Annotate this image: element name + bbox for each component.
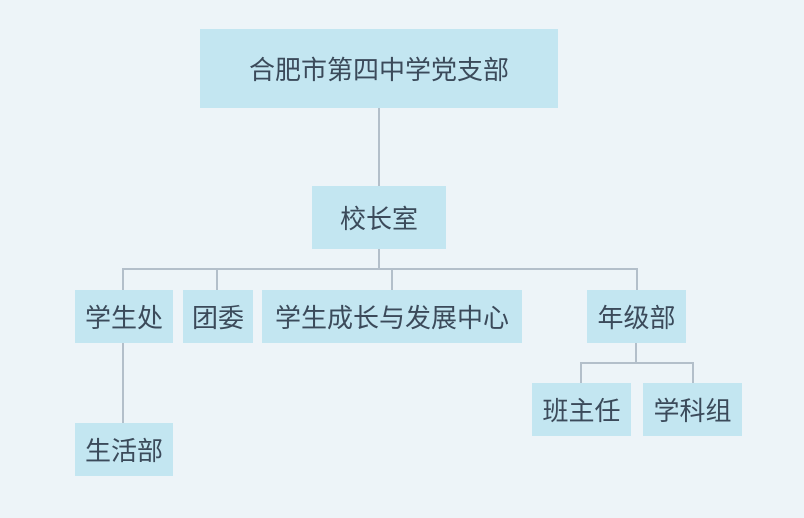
connector-stub-class-teacher: [580, 362, 582, 383]
org-node-grade-dept[interactable]: 年级部: [587, 290, 686, 343]
connector-stub-youth-league: [216, 268, 218, 290]
org-node-growth-center[interactable]: 学生成长与发展中心: [262, 290, 522, 343]
org-node-life-dept[interactable]: 生活部: [75, 423, 173, 476]
org-node-class-teacher[interactable]: 班主任: [532, 383, 631, 436]
connector-stub-grade-dept: [636, 268, 638, 290]
connector-stub-growth-center: [391, 268, 393, 290]
connector-level3-rail: [122, 268, 638, 270]
org-node-youth-league[interactable]: 团委: [183, 290, 253, 343]
connector-stub-subject-group: [692, 362, 694, 383]
connector-grade-rail: [580, 362, 694, 364]
connector-stub-student-affairs: [122, 268, 124, 290]
connector-party-branch-to-principal: [378, 108, 380, 186]
connector-principal-drop: [378, 249, 380, 270]
org-node-student-affairs[interactable]: 学生处: [75, 290, 173, 343]
connector-grade-dept-drop: [635, 343, 637, 363]
connector-student-affairs-to-life-dept: [122, 343, 124, 423]
org-node-subject-group[interactable]: 学科组: [643, 383, 742, 436]
org-node-party-branch[interactable]: 合肥市第四中学党支部: [200, 29, 558, 108]
org-node-principal-office[interactable]: 校长室: [312, 186, 446, 249]
